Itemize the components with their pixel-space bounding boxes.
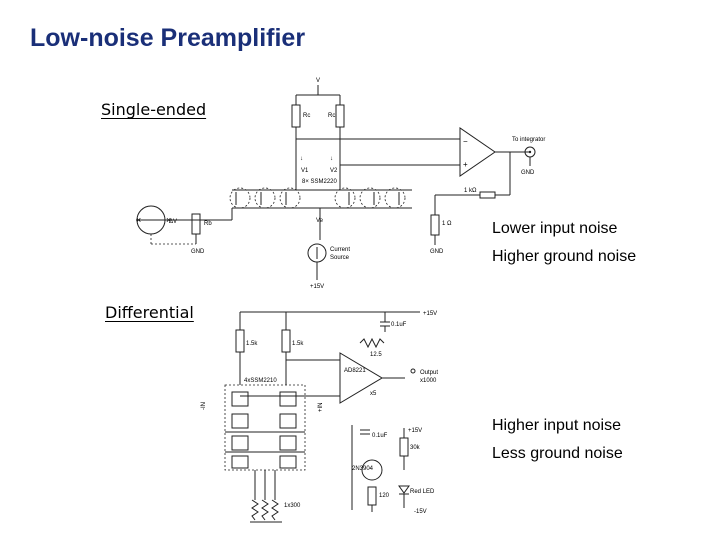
- schematic-label: +: [463, 160, 468, 169]
- schematic-label: V1: [301, 168, 309, 174]
- schematic-label: x5: [370, 391, 377, 397]
- schematic-label: To integrator: [512, 137, 545, 143]
- schematic-label: 12.5: [370, 352, 382, 358]
- schematic-label: −: [463, 137, 468, 146]
- schematic-label: Output: [420, 370, 438, 376]
- differential-note-2: Less ground noise: [492, 445, 623, 462]
- schematic-label: 30k: [410, 445, 421, 451]
- schematic-label: V: [316, 78, 320, 84]
- schematic-label: 8× SSM2220: [302, 179, 338, 185]
- transistor-row: [229, 187, 406, 209]
- schematic-label: 1 kΩ: [464, 188, 477, 194]
- schematic-label: V2: [330, 168, 338, 174]
- schematic-label: GND: [430, 249, 444, 255]
- schematic-label: ×: [136, 215, 141, 225]
- single-ended-note-2: Higher ground noise: [492, 248, 637, 265]
- schematic-label: 1 Ω: [442, 221, 452, 227]
- schematic-label: ↓: [300, 156, 303, 162]
- schematic-label: Rb: [204, 221, 212, 227]
- schematic-label: Red LED: [410, 489, 435, 495]
- schematic-label: +IN: [318, 402, 324, 412]
- schematic-label: ×: [166, 215, 171, 225]
- schematic-label: +15V: [423, 311, 437, 317]
- schematic-label: ΔV: [169, 219, 177, 225]
- schematic-label: x1000: [420, 378, 437, 384]
- schematic-label: 1.5k: [292, 341, 304, 347]
- schematic-label: +15V: [408, 428, 422, 434]
- schematic-label: Current: [330, 247, 350, 253]
- schematic-label: 1.5k: [246, 341, 258, 347]
- schematic-label: Source: [330, 255, 350, 261]
- schematic-label: Rc: [303, 113, 310, 119]
- schematic-label: AD8221: [344, 368, 366, 374]
- page-title: Low-noise Preamplifier: [30, 24, 306, 52]
- schematic-label: 2N3904: [352, 466, 374, 472]
- differential-note-1: Higher input noise: [492, 417, 621, 434]
- transistor-array: [225, 391, 305, 469]
- schematic-label: Rc: [328, 113, 335, 119]
- differential-label: Differential: [105, 303, 194, 322]
- schematic-label: -IN: [201, 402, 207, 410]
- schematic-label: GND: [521, 170, 535, 176]
- schematic-label: 0.1uF: [372, 433, 388, 439]
- schematic-label: ↓: [330, 156, 333, 162]
- schematic-label: +15V: [310, 284, 324, 290]
- single-ended-label: Single-ended: [101, 100, 207, 119]
- schematic-label: 1x300: [284, 503, 301, 509]
- schematic-label: Ve: [316, 218, 324, 224]
- schematic-label: 120: [379, 493, 390, 499]
- schematic-label: 0.1uF: [391, 322, 407, 328]
- schematic-label: GND: [191, 249, 205, 255]
- schematic-label: -15V: [414, 509, 427, 515]
- schematic-label: 4xSSM2210: [244, 378, 277, 384]
- single-ended-note-1: Lower input noise: [492, 220, 618, 237]
